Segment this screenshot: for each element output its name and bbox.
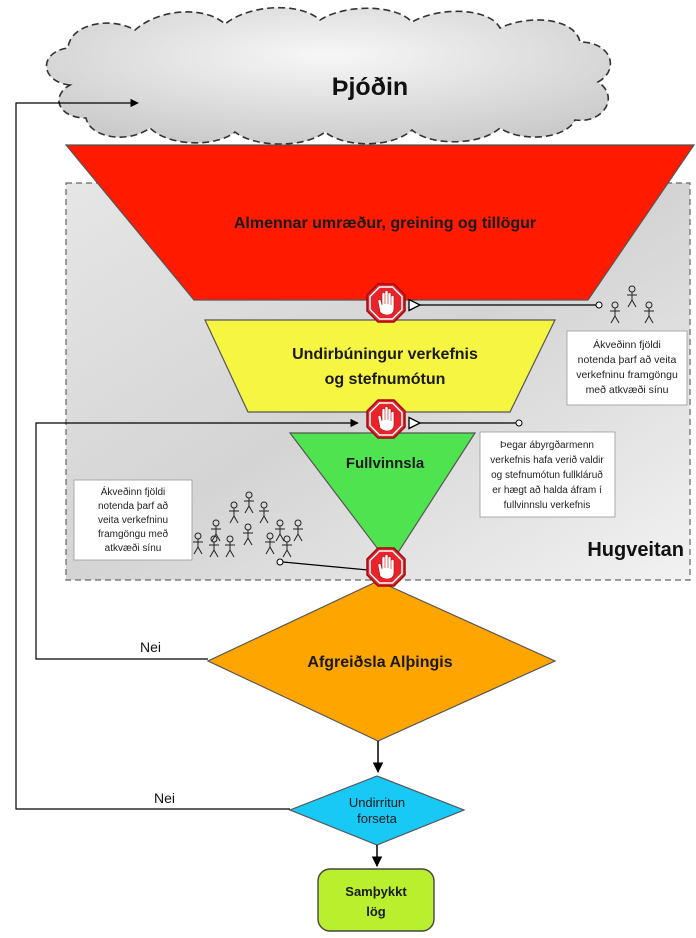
connector-dot bbox=[515, 419, 523, 427]
note-box-1 bbox=[566, 330, 688, 406]
note-3-text: Ákveðinn fjöldi notenda þarf að veita ve… bbox=[98, 485, 168, 554]
decision-forseti-line1: Undirritun bbox=[349, 795, 405, 810]
cloud-label: Þjóðin bbox=[332, 73, 408, 101]
note-3-line: notenda þarf að bbox=[98, 500, 168, 512]
note-2-line: er hægt að halda áfram í bbox=[492, 484, 602, 496]
note-3-line: veita verkefninu bbox=[98, 515, 168, 526]
connector-dot bbox=[276, 558, 284, 566]
note-2-line: fullvinnslu verkefnis bbox=[504, 500, 591, 511]
stage-red bbox=[64, 144, 696, 301]
note-3-line: framgöngu með bbox=[98, 528, 168, 540]
forseti-no-label: Nei bbox=[154, 790, 175, 806]
note-3-line: atkvæði sínu bbox=[105, 542, 162, 554]
note-3-line: Ákveðinn fjöldi bbox=[101, 485, 165, 498]
connector-line bbox=[282, 561, 368, 570]
note-1-line: verkefninu framgöngu bbox=[576, 369, 678, 381]
stage-green-label: Fullvinnsla bbox=[346, 455, 425, 472]
stop-hand-icon bbox=[366, 283, 406, 323]
note-2-line: Þegar ábyrgðarmenn bbox=[500, 439, 594, 451]
note-2-line: verkefnis hafa verið valdir bbox=[490, 454, 604, 466]
stop-hand-icon bbox=[366, 547, 406, 587]
note-2-line: og stefnumótun fullkláruð bbox=[491, 469, 603, 481]
stop-hand-icon bbox=[366, 399, 406, 439]
althingi-no-label: Nei bbox=[140, 639, 161, 655]
feedback-loop-forseti bbox=[15, 98, 290, 810]
cloud-shape bbox=[45, 6, 612, 145]
stage-red-label: Almennar umræður, greining og tillögur bbox=[234, 215, 536, 232]
connector-dot bbox=[595, 301, 603, 309]
decision-forseti-line2: forseta bbox=[357, 811, 398, 826]
result-line2: lög bbox=[366, 904, 386, 919]
hugveitan-label: Hugveitan bbox=[587, 539, 684, 561]
stage-yellow-line1: Undirbúningur verkefnis bbox=[292, 346, 478, 363]
result-box bbox=[317, 868, 435, 932]
note-1-line: með atkvæði sínu bbox=[586, 384, 669, 396]
stage-yellow bbox=[204, 319, 556, 413]
note-1-line: notenda þarf að veita bbox=[578, 354, 677, 366]
feedback-loop-althingi bbox=[35, 418, 359, 660]
note-box-2 bbox=[479, 431, 616, 518]
note-box-3 bbox=[73, 479, 193, 561]
result-line1: Samþykkt bbox=[345, 884, 407, 899]
note-1-text: Ákveðinn fjöldi notenda þarf að veita ve… bbox=[576, 338, 678, 396]
decision-althingi-label: Afgreiðsla Alþingis bbox=[307, 654, 452, 671]
stage-yellow-line2: og stefnumótun bbox=[325, 371, 446, 388]
note-2-text: Þegar ábyrgðarmenn verkefnis hafa verið … bbox=[490, 439, 604, 511]
note-1-line: Ákveðinn fjöldi bbox=[593, 338, 661, 351]
